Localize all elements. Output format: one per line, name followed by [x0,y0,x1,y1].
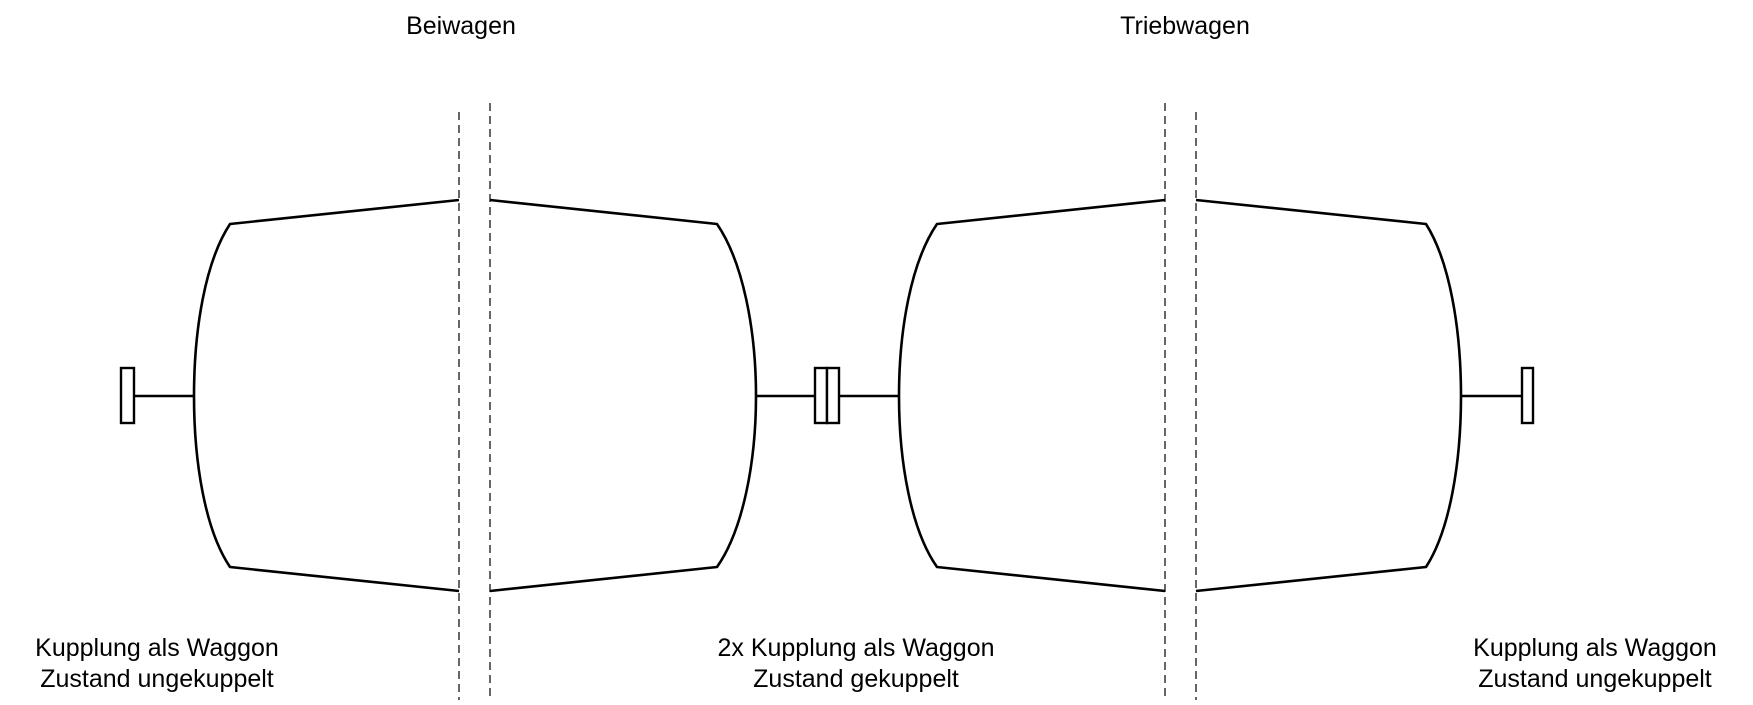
title-triebwagen: Triebwagen [1120,12,1250,40]
caption-left-line1: Kupplung als Waggon [35,634,279,662]
beiwagen-right-end [489,198,758,593]
caption-left-line2: Zustand ungekuppelt [40,665,274,693]
caption-right: Kupplung als Waggon Zustand ungekuppelt [1473,633,1717,695]
middle-coupler-coupled [756,366,899,425]
right-coupler-uncoupled [1461,366,1535,425]
caption-middle: 2x Kupplung als Waggon Zustand gekuppelt [717,633,994,695]
beiwagen-left-end [192,198,460,593]
caption-middle-line2: Zustand gekuppelt [753,665,959,693]
triebwagen-right-end [1195,198,1463,593]
caption-left: Kupplung als Waggon Zustand ungekuppelt [35,633,279,695]
triebwagen-left-end [897,198,1166,593]
title-beiwagen: Beiwagen [406,12,516,40]
left-coupler-uncoupled [119,366,194,425]
caption-right-line2: Zustand ungekuppelt [1478,665,1712,693]
caption-right-line1: Kupplung als Waggon [1473,634,1717,662]
caption-middle-line1: 2x Kupplung als Waggon [717,634,995,662]
